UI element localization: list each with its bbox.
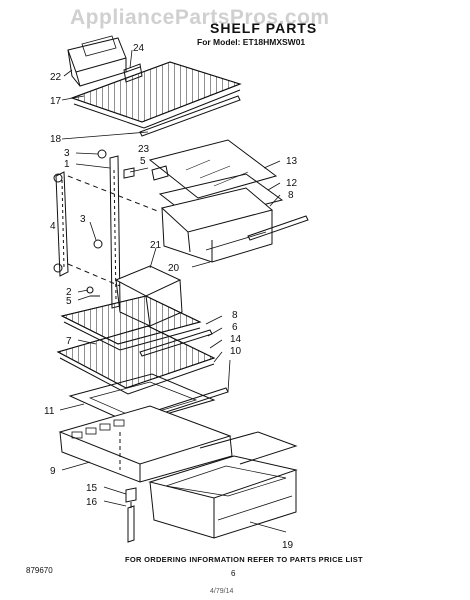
callout-12: 12 — [286, 178, 298, 189]
page-number: 6 — [231, 569, 236, 578]
callout-21: 21 — [150, 240, 162, 251]
callout-10: 10 — [230, 346, 242, 357]
callout-17: 17 — [50, 96, 62, 107]
part-13-glass-panel — [148, 139, 278, 199]
callout-6: 6 — [232, 322, 238, 333]
part-3-clip — [93, 239, 103, 249]
ordering-note: FOR ORDERING INFORMATION REFER TO PARTS … — [125, 555, 363, 564]
part-15-16-leveler — [125, 487, 137, 543]
callout-3: 3 — [64, 148, 70, 159]
leader-lines — [59, 49, 287, 533]
callout-20: 20 — [168, 263, 180, 274]
callout-7: 7 — [66, 336, 72, 347]
callout-19: 19 — [282, 540, 294, 551]
page-title: SHELF PARTS — [210, 20, 318, 36]
part-20-drawer — [160, 187, 274, 263]
part-18-rail — [139, 95, 241, 137]
catalog-number: 879670 — [26, 566, 53, 575]
callout-5-lower: 5 — [66, 296, 72, 307]
callout-14: 14 — [230, 334, 242, 345]
part-9-support — [58, 405, 233, 483]
part-11-cover — [68, 373, 216, 425]
model-number: For Model: ET18HMXSW01 — [197, 37, 306, 47]
watermark: AppliancePartsPros.com — [70, 6, 330, 29]
callout-4: 4 — [50, 221, 56, 232]
callout-9: 9 — [50, 466, 56, 477]
callout-24: 24 — [133, 43, 145, 54]
scan-mark: 4/79/14 — [210, 588, 234, 595]
callout-23: 23 — [138, 144, 150, 155]
callout-11: 11 — [44, 406, 55, 417]
callout-5: 5 — [140, 156, 146, 167]
callout-22: 22 — [50, 72, 62, 83]
part-19-crisper-drawers — [148, 431, 298, 539]
callout-13: 13 — [286, 156, 298, 167]
callout-16: 16 — [86, 497, 98, 508]
callout-3-lower: 3 — [80, 214, 86, 225]
callout-2: 2 — [66, 287, 72, 298]
callout-1: 1 — [64, 159, 70, 170]
part-23-clip — [151, 165, 169, 181]
callout-18: 18 — [50, 134, 62, 145]
part-8-rail — [247, 215, 309, 241]
callout-8-lower: 8 — [232, 310, 238, 321]
part-17-wire-shelf — [70, 61, 242, 129]
part-22-basket — [67, 35, 127, 87]
part-4-ladder-rail — [53, 171, 69, 277]
callout-8: 8 — [288, 190, 294, 201]
callout-15: 15 — [86, 483, 98, 494]
